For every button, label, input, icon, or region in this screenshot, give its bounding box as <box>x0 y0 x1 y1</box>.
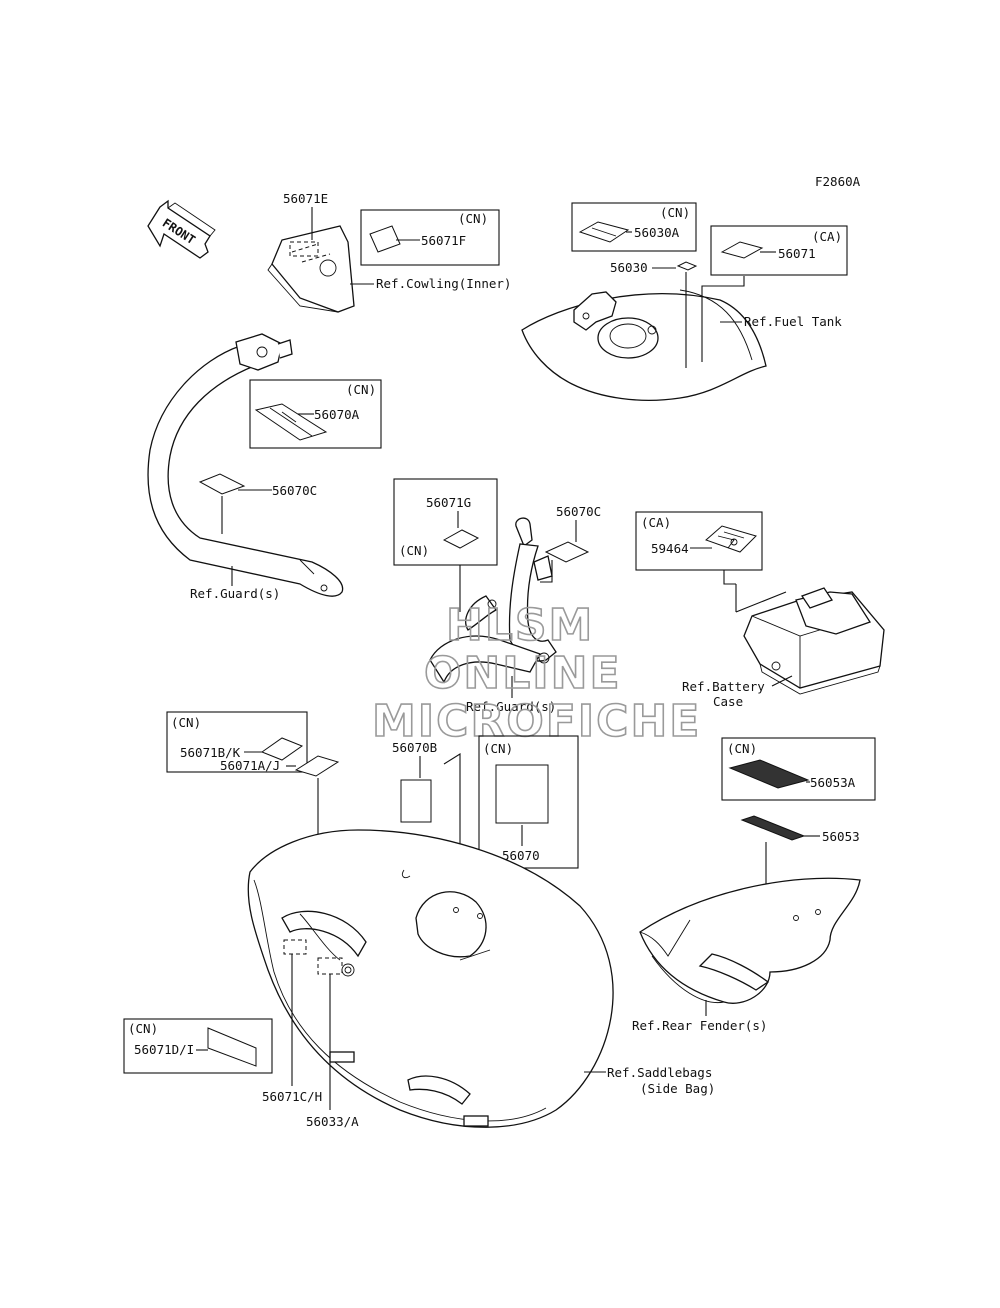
fuel-tank-part <box>521 289 767 401</box>
label-ref-saddlebags-2: (Side Bag) <box>640 1081 715 1096</box>
label-56071CH: 56071C/H <box>262 1089 322 1104</box>
decal-56053 <box>740 815 806 841</box>
box-56071G <box>393 478 498 566</box>
watermark-line-1: HLSM <box>446 600 594 651</box>
label-56070C-mid: 56070C <box>556 504 601 519</box>
label-ca-2: (CA) <box>641 515 671 530</box>
decal-56070C-mid <box>544 541 590 563</box>
figure-code: F2860A <box>815 174 861 189</box>
decal-56071G <box>442 529 480 549</box>
box-59464 <box>635 511 763 571</box>
label-56071: 56071 <box>778 246 816 261</box>
label-cn-8: (CN) <box>128 1021 158 1036</box>
label-cn-2: (CN) <box>660 205 690 220</box>
label-ref-saddlebags-1: Ref.Saddlebags <box>607 1065 712 1080</box>
label-59464: 59464 <box>651 541 689 556</box>
label-56033A: 56033/A <box>306 1114 359 1129</box>
decal-56071F <box>369 225 401 253</box>
box-56030A <box>571 202 697 252</box>
watermark-line-2: ONLINE <box>424 648 622 699</box>
label-cn-4: (CN) <box>399 543 429 558</box>
label-56070C-left: 56070C <box>272 483 317 498</box>
label-ref-fuel-tank: Ref.Fuel Tank <box>744 314 842 329</box>
decal-56071AJ <box>294 755 340 777</box>
box-56071-ca <box>710 225 848 276</box>
label-56070A: 56070A <box>314 407 360 422</box>
label-ref-battery-2: Case <box>713 694 743 709</box>
label-56071E: 56071E <box>283 191 328 206</box>
decal-56071DI <box>207 1027 257 1067</box>
decal-56053A <box>728 759 810 789</box>
label-56053: 56053 <box>822 829 860 844</box>
front-arrow-icon: FRONT <box>147 199 216 259</box>
watermark-line-3: MICROFICHE <box>372 696 701 747</box>
label-ref-rear-fender: Ref.Rear Fender(s) <box>632 1018 767 1033</box>
saddlebag-part <box>247 829 614 1128</box>
decal-56071BK <box>260 737 304 761</box>
decal-56071 <box>720 241 764 259</box>
label-cn-3: (CN) <box>346 382 376 397</box>
label-56030: 56030 <box>610 260 648 275</box>
label-ref-battery-1: Ref.Battery <box>682 679 765 694</box>
engine-guard-middle-part <box>429 517 557 684</box>
box-56070A <box>249 379 382 449</box>
label-56070: 56070 <box>502 848 540 863</box>
watermark: HLSM ONLINE MICROFICHE <box>371 599 701 748</box>
decal-56070B <box>400 779 432 823</box>
box-56071BK <box>166 711 308 773</box>
box-56053A <box>721 737 876 801</box>
label-56071G: 56071G <box>426 495 471 510</box>
label-ref-guard-left: Ref.Guard(s) <box>190 586 280 601</box>
rear-fender-part <box>639 877 861 1004</box>
label-cn-7: (CN) <box>727 741 757 756</box>
label-ref-guard-mid: Ref.Guard(s) <box>466 699 556 714</box>
label-56071DI: 56071D/I <box>134 1042 194 1057</box>
label-56053A: 56053A <box>810 775 856 790</box>
decal-56070C-left <box>198 473 246 495</box>
cowling-inner-part <box>267 225 355 313</box>
label-56030A: 56030A <box>634 225 680 240</box>
label-56071F: 56071F <box>421 233 466 248</box>
engine-guard-left-part <box>147 333 344 597</box>
box-56070 <box>478 735 579 869</box>
label-cn-6: (CN) <box>483 741 513 756</box>
label-56070B: 56070B <box>392 740 437 755</box>
label-56071AJ: 56071A/J <box>220 758 280 773</box>
decal-56070 <box>495 764 549 824</box>
decal-56030 <box>676 261 698 271</box>
box-56071DI <box>123 1018 273 1074</box>
label-56071BK: 56071B/K <box>180 745 241 760</box>
label-ca-1: (CA) <box>812 229 842 244</box>
label-ref-cowling: Ref.Cowling(Inner) <box>376 276 511 291</box>
battery-case-part <box>743 587 885 695</box>
label-cn-5: (CN) <box>171 715 201 730</box>
box-56071F <box>360 209 500 266</box>
label-cn-1: (CN) <box>458 211 488 226</box>
